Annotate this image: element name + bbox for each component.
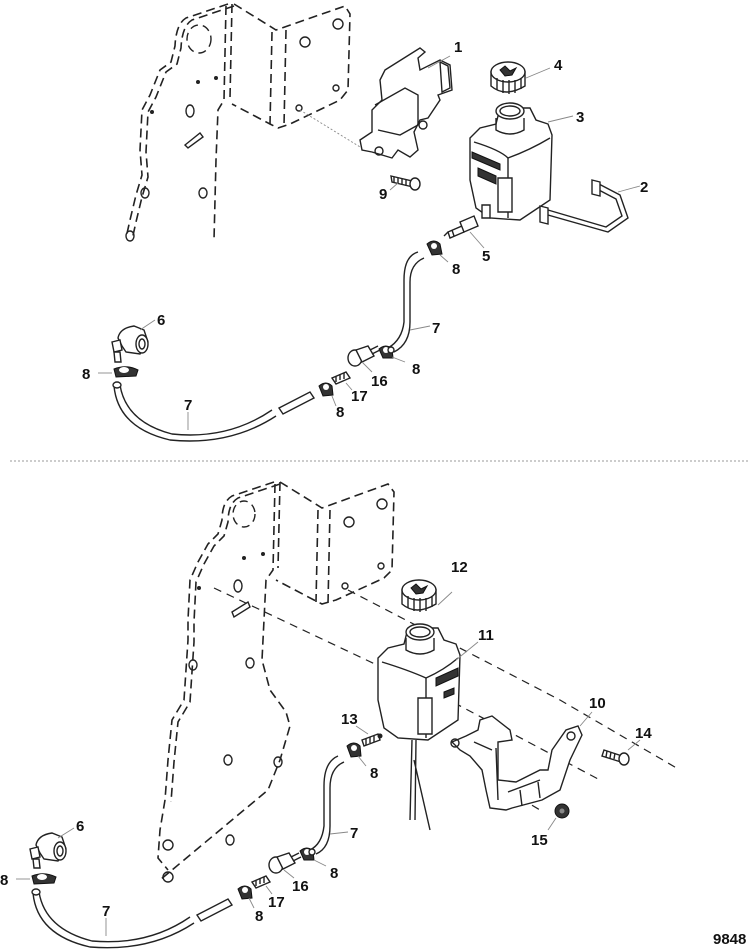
part-mounting-bracket[interactable] [359,47,453,159]
callout-11: 11 [478,627,494,644]
part-nut-15[interactable] [554,803,570,819]
part-fitting-5[interactable] [443,215,479,239]
part-strap-2[interactable] [539,179,629,233]
part-elbow-fitting-6[interactable] [111,325,149,363]
callout-6: 6 [157,312,165,329]
callout-8h: 8 [0,872,8,889]
callout-13: 13 [341,711,358,728]
part-cap-4[interactable] [490,61,526,94]
callout-16: 16 [371,373,388,390]
part-clamp-8c[interactable] [318,382,334,397]
part-clamp-8d[interactable] [113,366,139,378]
figure-number: 9848 [713,931,746,948]
bolt-hole [150,110,154,114]
callout-7-lower: 7 [184,397,192,414]
top-view: 1 2 3 4 5 6 7 7 8 8 8 8 9 16 17 [82,3,648,442]
part-cap-12[interactable] [401,579,437,612]
bolt-hole [242,556,246,560]
callout-6-bottom: 6 [76,818,84,835]
callout-7-lower-bottom: 7 [102,903,110,920]
part-hose-7-lower-bottom[interactable] [31,888,234,949]
part-fitting-17-bottom[interactable] [250,875,272,889]
callout-14: 14 [635,725,652,742]
callout-8a: 8 [452,261,460,278]
alignment-line-upper [347,589,681,771]
part-connector-16-bottom[interactable] [268,852,302,874]
callout-4: 4 [554,57,563,74]
callout-7-upper: 7 [432,320,440,337]
part-fitting-17[interactable] [330,371,352,385]
callout-7-upper-bottom: 7 [350,825,358,842]
engine-bracket-outline-top [125,3,351,242]
part-screw-9[interactable] [390,175,421,191]
part-hose-7-upper[interactable] [387,251,425,354]
part-clamp-8a[interactable] [426,240,443,256]
callout-8c: 8 [336,404,344,421]
part-bracket-10[interactable] [450,715,583,811]
alignment-line [299,109,366,151]
callout-17: 17 [351,388,368,405]
callout-16-bottom: 16 [292,878,309,895]
callout-3: 3 [576,109,584,126]
callout-8b: 8 [412,361,420,378]
callout-8e: 8 [370,765,378,782]
part-fitting-13[interactable] [361,733,383,747]
callout-5: 5 [482,248,490,265]
part-screw-14[interactable] [601,749,630,766]
bottom-view: 10 11 12 13 14 15 6 7 7 8 8 8 8 16 17 [0,481,681,949]
part-reservoir-11[interactable] [377,623,461,831]
callout-10: 10 [589,695,606,712]
part-clamp-8g[interactable] [237,885,253,900]
callout-1: 1 [454,39,462,56]
part-hose-7-lower[interactable] [112,381,316,442]
part-clamp-8h[interactable] [31,873,57,885]
part-elbow-fitting-6-bottom[interactable] [29,832,67,869]
engine-bracket-outline-bottom [157,481,395,883]
callout-17-bottom: 17 [268,894,285,911]
part-clamp-8e[interactable] [346,742,362,758]
callout-9: 9 [379,186,387,203]
callout-8g: 8 [255,908,263,925]
callout-8d: 8 [82,366,90,383]
bolt-hole [214,76,218,80]
callout-8f: 8 [330,865,338,882]
bolt-hole [261,552,265,556]
part-reservoir-3[interactable] [469,102,553,221]
callout-15: 15 [531,832,548,849]
callout-2: 2 [640,179,648,196]
callout-12: 12 [451,559,468,576]
part-connector-16[interactable] [347,345,381,367]
bolt-hole [197,586,201,590]
part-hose-7-upper-bottom[interactable] [308,755,345,856]
bolt-hole [196,80,200,84]
